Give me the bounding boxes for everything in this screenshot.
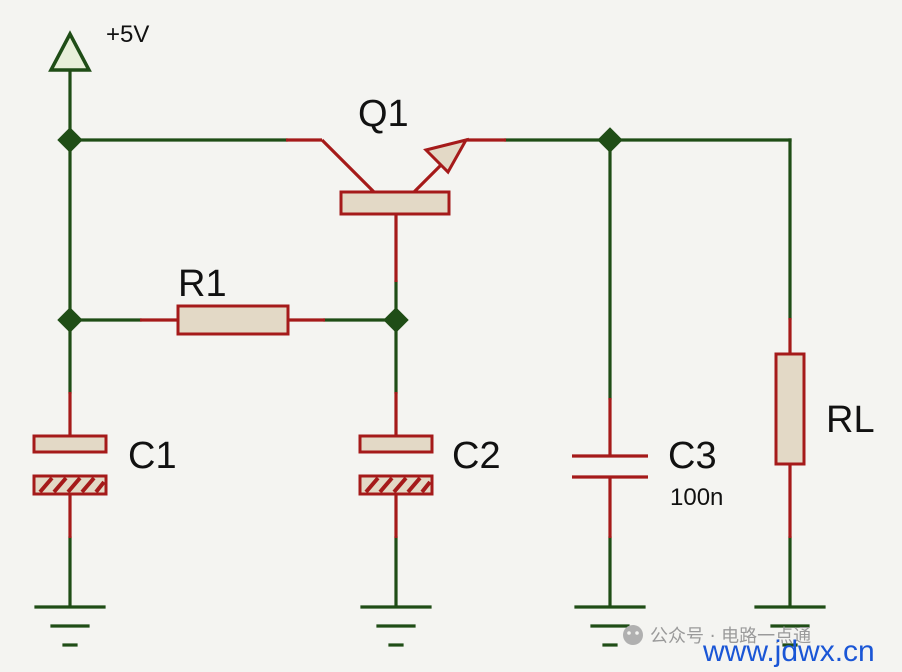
- emitter-arrow-icon: [423, 137, 470, 175]
- ground-icon: [574, 605, 646, 647]
- ground-icon: [34, 605, 106, 647]
- watermark-account: 公众号 · 电路一点通: [650, 626, 811, 647]
- transistor-q1: [286, 137, 506, 282]
- watermark-url: www.jdwx.cn: [702, 635, 875, 668]
- capacitor-c1: [32, 392, 108, 538]
- power-arrow-icon: [48, 30, 92, 72]
- wires: [68, 70, 792, 608]
- c3-value-label: 100n: [670, 484, 723, 511]
- junction-node: [57, 127, 83, 153]
- junction-node: [597, 127, 623, 153]
- c1-plate-positive: [32, 434, 108, 454]
- c1-hatch: [38, 476, 106, 494]
- resistor-r1: [140, 304, 325, 336]
- c1-label: C1: [128, 435, 177, 477]
- c2-hatch: [364, 476, 432, 494]
- c3-label: C3: [668, 435, 717, 477]
- q1-base-bar: [339, 190, 451, 216]
- r1-body: [176, 304, 290, 336]
- supply-label: +5V: [106, 21, 149, 48]
- capacitor-c2: [358, 392, 434, 538]
- component-labels: +5V Q1 R1 C1 C2 C3 100n RL: [106, 21, 875, 511]
- c2-label: C2: [452, 435, 501, 477]
- wechat-icon: [623, 625, 643, 645]
- c2-plate-positive: [358, 434, 434, 454]
- capacitor-c3: [572, 398, 648, 538]
- q1-label: Q1: [358, 93, 409, 135]
- watermark: 公众号 · 电路一点通 www.jdwx.cn: [623, 625, 875, 668]
- rl-label: RL: [826, 399, 875, 441]
- ground-icon: [754, 605, 826, 647]
- resistor-rl: [774, 318, 806, 538]
- rl-body: [774, 352, 806, 466]
- junction-node: [383, 307, 409, 333]
- r1-label: R1: [178, 263, 227, 305]
- supply-symbol: [48, 30, 92, 72]
- ground-symbols: [34, 605, 826, 647]
- junction-node: [57, 307, 83, 333]
- ground-icon: [360, 605, 432, 647]
